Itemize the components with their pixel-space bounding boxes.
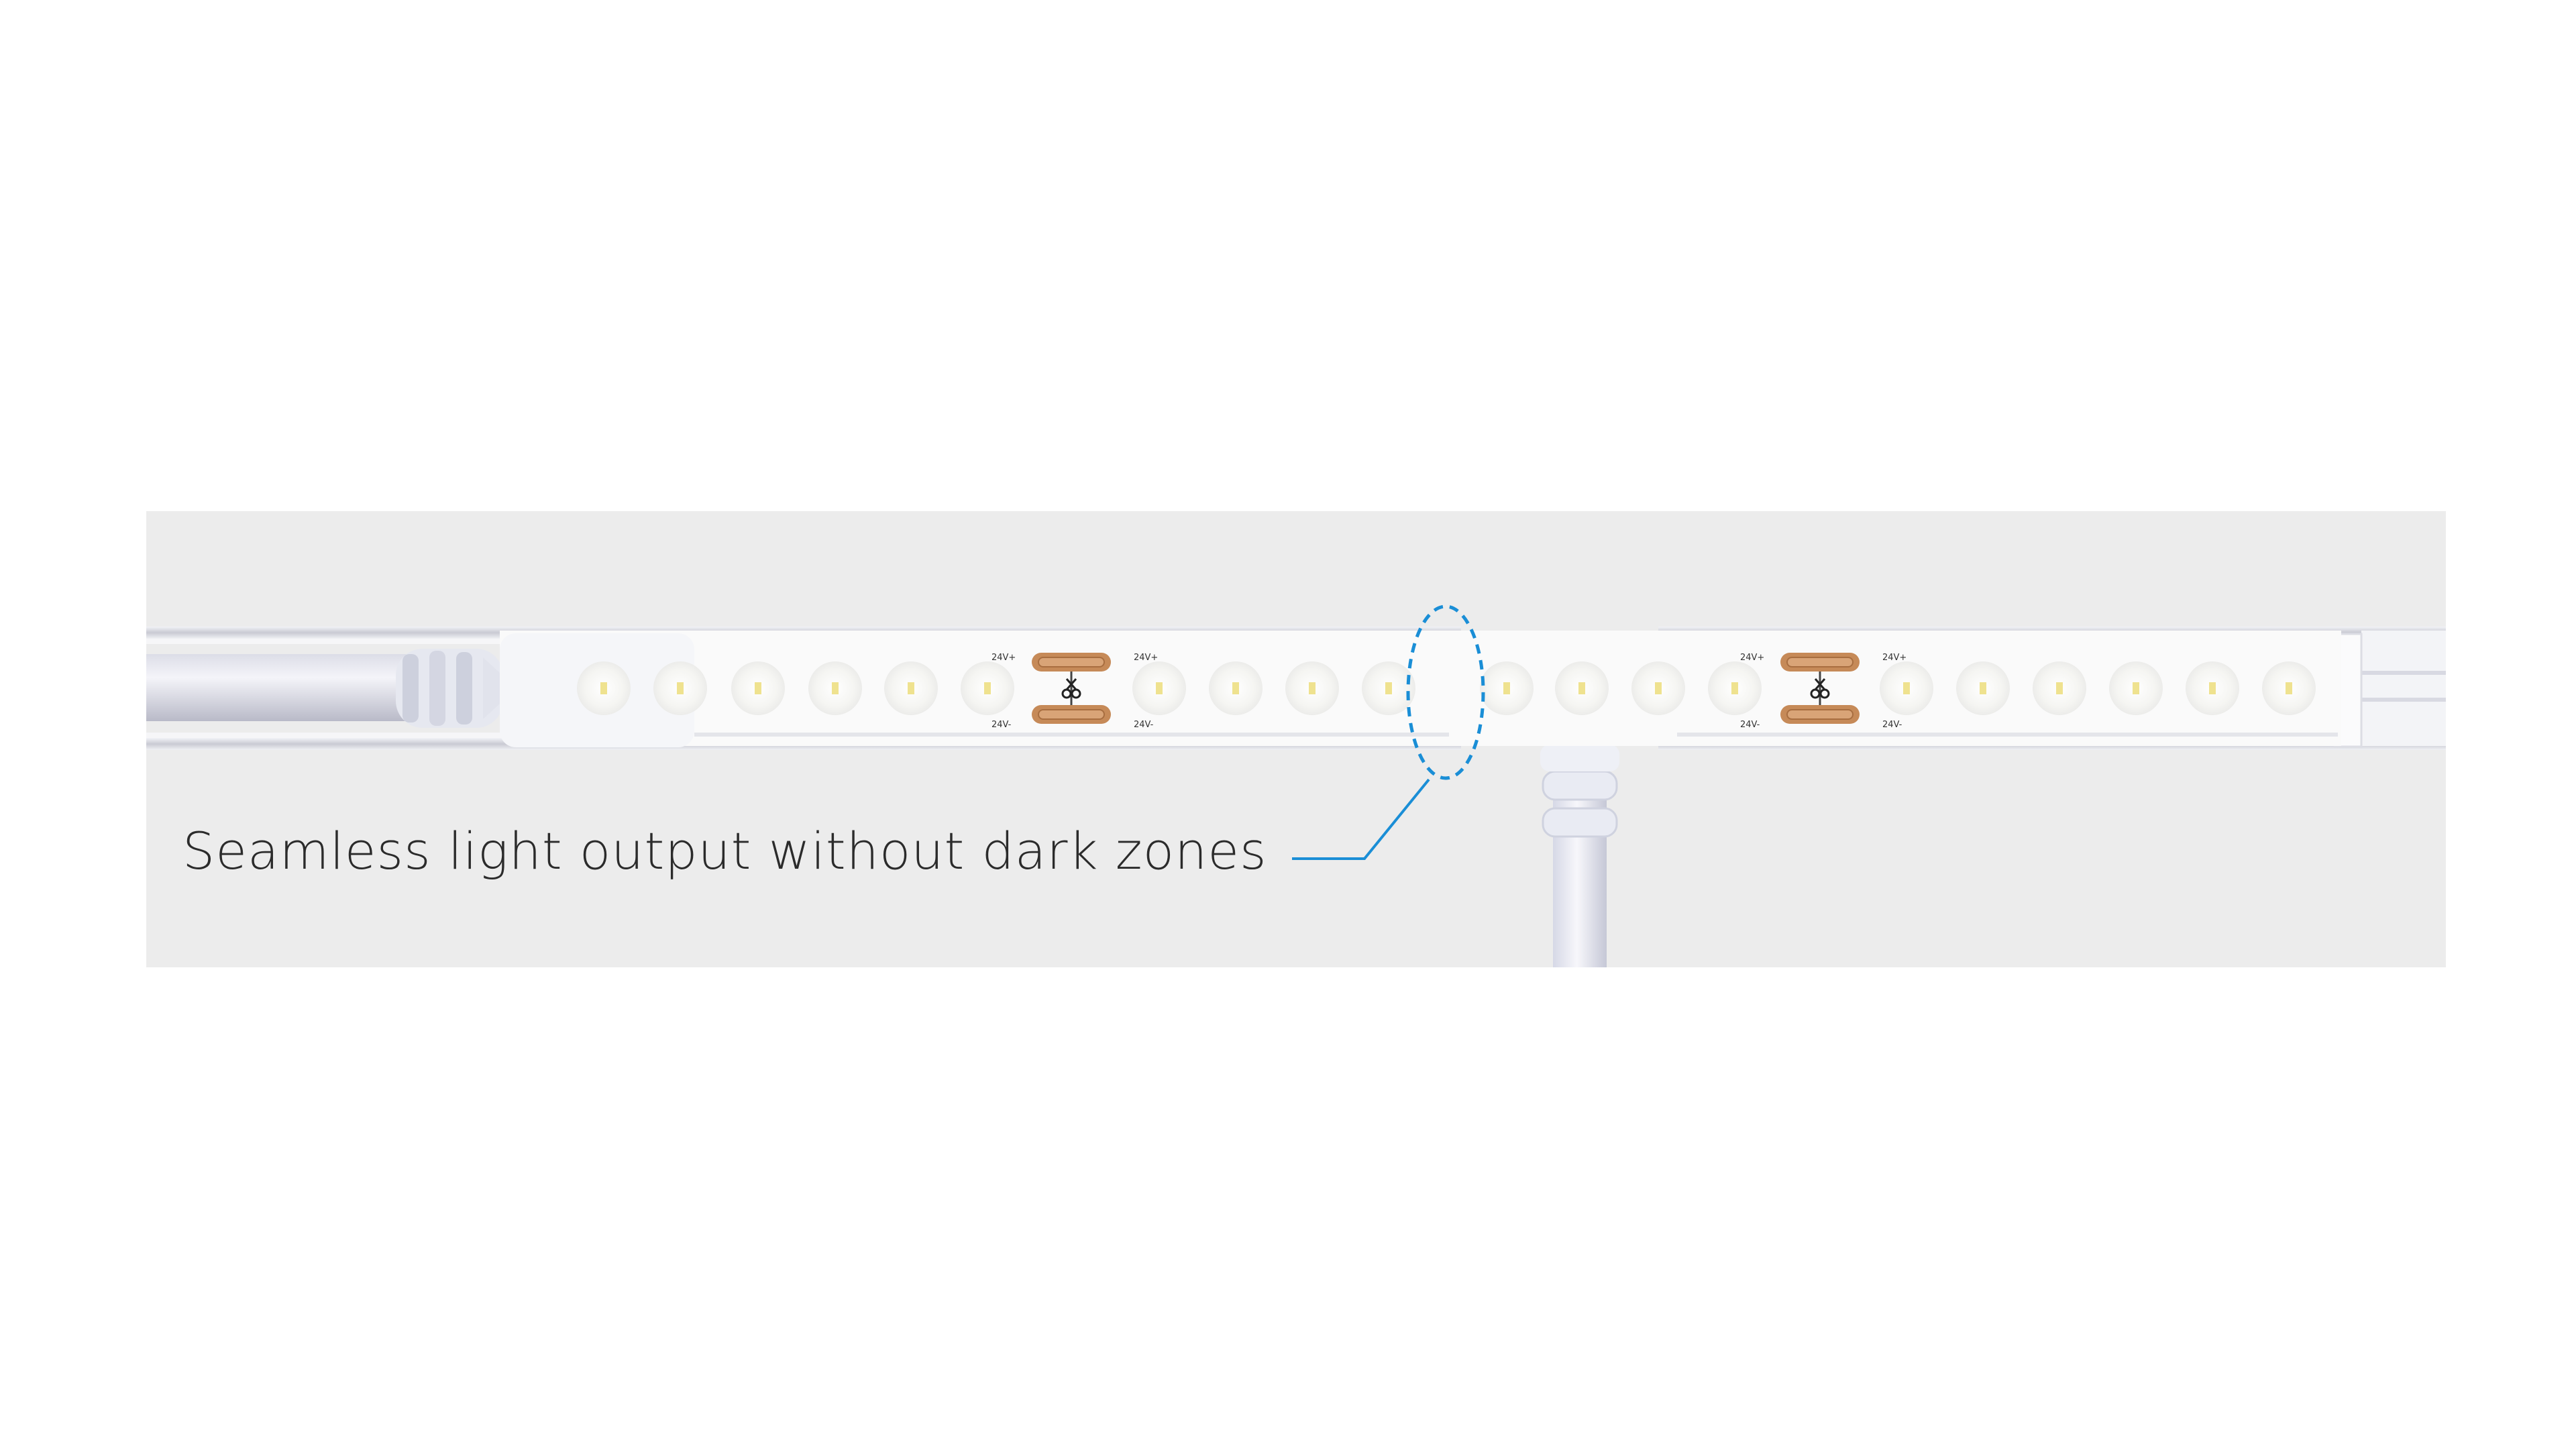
callout-caption: Seamless light output without dark zones: [182, 821, 1267, 881]
end-cap: [396, 649, 517, 728]
pad-label-positive: 24V+: [1882, 653, 1907, 663]
led: [731, 661, 785, 715]
led: [884, 661, 938, 715]
cut-point: 24V+ 24V- 24V+ 24V-: [991, 653, 1158, 730]
led: [2186, 661, 2239, 715]
led: [1132, 661, 1186, 715]
led: [1362, 661, 1415, 715]
pad-label-negative: 24V-: [1740, 720, 1760, 730]
led: [1631, 661, 1685, 715]
cut-point: 24V+ 24V- 24V+ 24V-: [1740, 653, 1907, 730]
led-row: [577, 661, 2316, 715]
pad-label-positive: 24V+: [1740, 653, 1764, 663]
joint-highlight: [1406, 604, 1485, 780]
t-connector-stem: [1540, 745, 1619, 967]
led: [577, 661, 631, 715]
cable-tube: [146, 654, 428, 721]
pad-label-positive: 24V+: [1134, 653, 1158, 663]
pad-label-negative: 24V-: [1882, 720, 1902, 730]
led: [1956, 661, 2010, 715]
pad-label-positive: 24V+: [991, 653, 1016, 663]
led: [2109, 661, 2163, 715]
scissors-icon: [1810, 678, 1830, 699]
led: [653, 661, 707, 715]
led: [1880, 661, 1933, 715]
led: [2262, 661, 2316, 715]
led: [1555, 661, 1609, 715]
led: [808, 661, 862, 715]
led: [961, 661, 1014, 715]
led: [1480, 661, 1534, 715]
led: [1285, 661, 1339, 715]
callout-line: [1292, 778, 1430, 860]
pad-label-negative: 24V-: [1134, 720, 1154, 730]
led: [2033, 661, 2086, 715]
led: [1209, 661, 1263, 715]
led: [1708, 661, 1762, 715]
scissors-icon: [1061, 678, 1081, 699]
pad-label-negative: 24V-: [991, 720, 1012, 730]
